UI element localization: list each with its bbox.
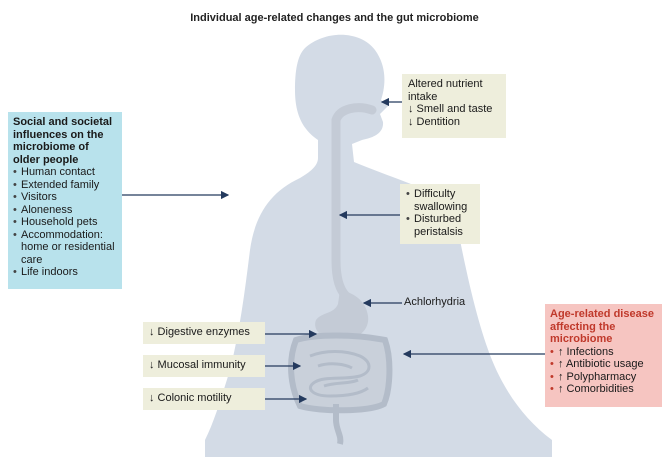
nutrient-intake-box: Altered nutrient intake ↓ Smell and tast… — [402, 74, 506, 138]
social-heading: Social and societal influences on the mi… — [13, 116, 113, 166]
nutrient-item: ↓ Dentition — [408, 115, 460, 128]
swallowing-box: Difficulty swallowing Disturbed peristal… — [400, 184, 480, 244]
age-related-disease-box: Age-related disease affecting the microb… — [545, 304, 662, 407]
list-item: ↑ Polypharmacy — [550, 371, 657, 384]
list-item: Accommodation: home or residential care — [13, 229, 117, 267]
list-item: Difficulty swallowing — [406, 188, 474, 213]
list-item: Life indoors — [13, 266, 117, 279]
digestive-enzymes-box: ↓ Digestive enzymes — [143, 322, 265, 344]
swallowing-list: Difficulty swallowing Disturbed peristal… — [406, 188, 474, 238]
small-intestine — [309, 350, 371, 398]
stomach — [315, 290, 369, 340]
list-item: Aloneness — [13, 204, 117, 217]
list-item: Visitors — [13, 191, 117, 204]
list-item: Human contact — [13, 166, 117, 179]
list-item: ↑ Comorbidities — [550, 383, 657, 396]
list-item: Extended family — [13, 179, 117, 192]
rectum — [333, 404, 344, 445]
list-item: ↑ Infections — [550, 346, 657, 359]
mucosal-immunity-box: ↓ Mucosal immunity — [143, 355, 265, 377]
achlorhydria-label: Achlorhydria — [404, 296, 466, 308]
social-list: Human contact Extended family Visitors A… — [13, 166, 117, 279]
list-item: ↑ Antibiotic usage — [550, 358, 657, 371]
list-item: Household pets — [13, 216, 117, 229]
disease-list: ↑ Infections ↑ Antibiotic usage ↑ Polyph… — [550, 346, 657, 396]
figure-title: Individual age-related changes and the g… — [190, 12, 479, 24]
nutrient-item: ↓ Smell and taste — [408, 103, 493, 115]
disease-heading: Age-related disease affecting the microb… — [550, 308, 654, 345]
social-influences-box: Social and societal influences on the mi… — [8, 112, 122, 289]
list-item: Disturbed peristalsis — [406, 213, 474, 238]
colonic-motility-box: ↓ Colonic motility — [143, 388, 265, 410]
esophagus — [331, 103, 377, 301]
nutrient-heading: Altered nutrient intake — [408, 78, 483, 103]
